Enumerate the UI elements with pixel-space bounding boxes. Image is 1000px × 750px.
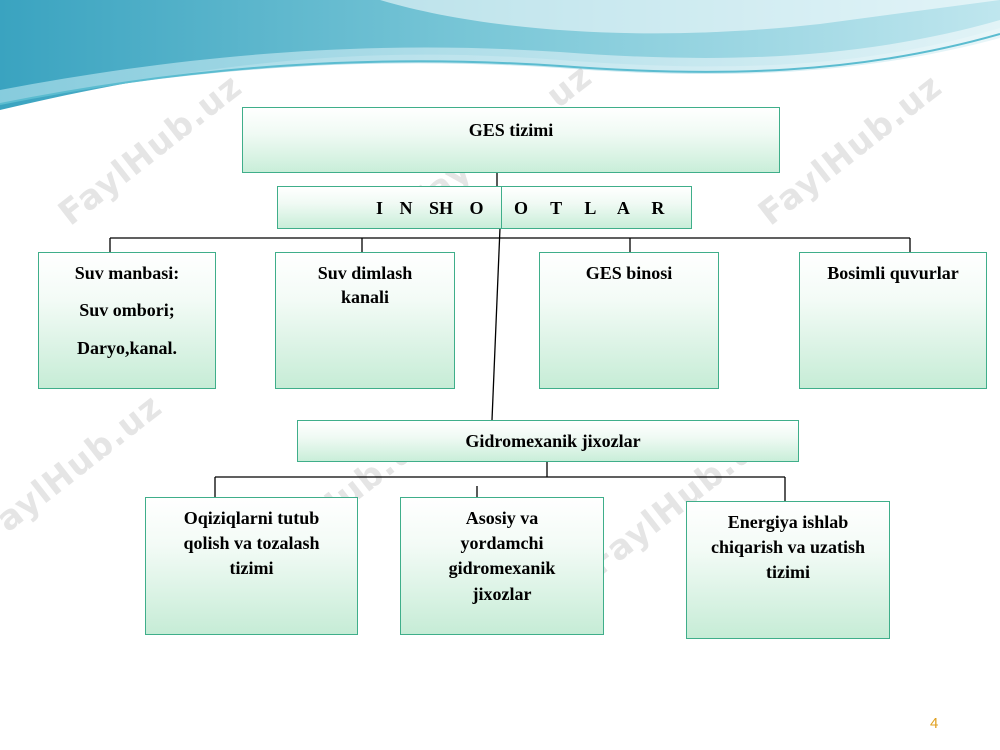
structure-line: Suv manbasi: <box>74 263 180 283</box>
equipment-line: yordamchi <box>460 533 544 554</box>
equipment-box-energy: Energiya ishlab chiqarish va uzatish tiz… <box>686 501 890 639</box>
header-wave-decoration <box>0 0 1000 110</box>
structure-line: Daryo,kanal. <box>76 337 177 358</box>
structure-line: kanali <box>340 287 390 308</box>
equipment-line: Asosiy va <box>465 508 539 528</box>
structure-box-pressure-pipes: Bosimli quvurlar <box>799 252 987 389</box>
inshootlar-divider <box>501 187 502 228</box>
equipment-box-debris: Oqiziqlarni tutub qolish va tozalash tiz… <box>145 497 358 635</box>
structure-box-water-source: Suv manbasi: Suv ombori; Daryo,kanal. <box>38 252 216 389</box>
structure-line: Suv dimlash <box>317 263 413 283</box>
gidromexanik-text: Gidromexanik jixozlar <box>465 431 641 451</box>
equipment-line: tizimi <box>766 562 810 583</box>
inshootlar-left-text: I N SH O <box>376 198 484 218</box>
inshootlar-right-text: O T L A R <box>514 198 665 218</box>
equipment-line: chiqarish va uzatish <box>710 537 866 558</box>
equipment-line: Energiya ishlab <box>727 512 849 532</box>
equipment-line: jixozlar <box>472 583 532 604</box>
gidromexanik-bar: Gidromexanik jixozlar <box>297 420 799 462</box>
equipment-line: gidromexanik <box>448 558 556 579</box>
title-box: GES tizimi <box>242 107 780 173</box>
equipment-box-mechanical: Asosiy va yordamchi gidromexanik jixozla… <box>400 497 604 635</box>
title-text: GES tizimi <box>468 120 554 140</box>
equipment-line: tizimi <box>229 558 274 579</box>
structure-line: Suv ombori; <box>79 300 175 321</box>
structure-box-canal: Suv dimlash kanali <box>275 252 455 389</box>
structure-line: GES binosi <box>585 263 673 283</box>
structure-line: Bosimli quvurlar <box>827 263 959 283</box>
equipment-line: qolish va tozalash <box>183 533 320 554</box>
page-number: 4 <box>930 715 939 732</box>
equipment-line: Oqiziqlarni tutub <box>183 508 320 528</box>
inshootlar-bar: I N SH O O T L A R <box>277 186 692 229</box>
structure-box-ges-building: GES binosi <box>539 252 719 389</box>
